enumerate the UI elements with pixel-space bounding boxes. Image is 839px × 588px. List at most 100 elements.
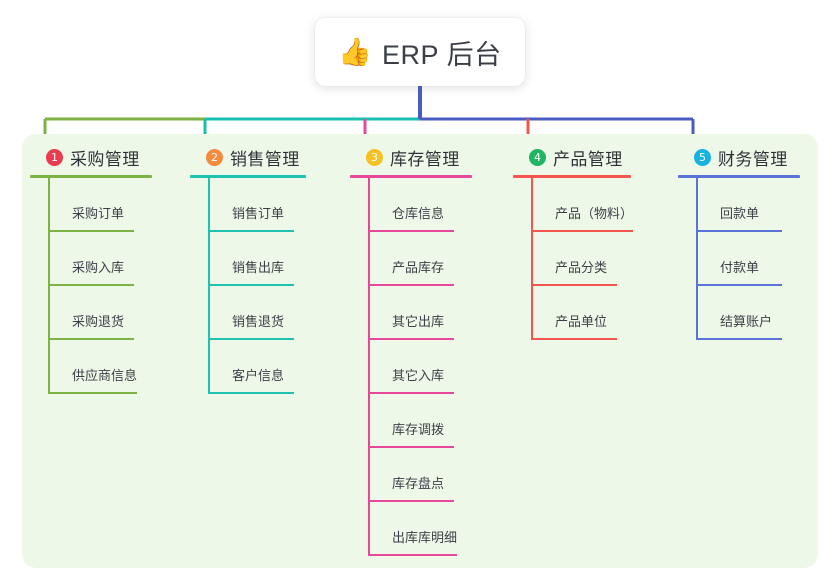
branch-item[interactable]: 销售退货 [208, 286, 306, 340]
thumbs-up-icon: 👍 [338, 36, 373, 67]
branch-column-3: 3 库存管理仓库信息产品库存其它出库其它入库库存调拨库存盘点出库库明细 [350, 144, 472, 556]
branch-item[interactable]: 仓库信息 [368, 178, 472, 232]
branch-items-4: 产品（物料） 产品分类产品单位 [531, 178, 634, 340]
branch-item[interactable]: 采购退货 [48, 286, 152, 340]
branches-panel [22, 134, 818, 568]
branch-item-label: 回款单 [720, 206, 760, 221]
branch-item-label: 库存盘点 [392, 476, 445, 491]
branch-item[interactable]: 其它入库 [368, 340, 472, 394]
branch-items-3: 仓库信息产品库存其它出库其它入库库存调拨库存盘点出库库明细 [368, 178, 472, 556]
branch-item[interactable]: 库存调拨 [368, 394, 472, 448]
branch-item[interactable]: 采购订单 [48, 178, 152, 232]
branch-item[interactable]: 销售出库 [208, 232, 306, 286]
branch-number-badge: 5 [694, 148, 711, 166]
branch-spine [531, 178, 533, 340]
branch-item-rule [208, 230, 294, 232]
branch-item-rule [531, 338, 617, 340]
branch-number-badge: 2 [206, 148, 223, 166]
branch-item-rule [208, 338, 294, 340]
branch-title: 财务管理 [718, 149, 788, 169]
branch-header-3[interactable]: 3 库存管理 [350, 144, 472, 170]
branch-item[interactable]: 回款单 [696, 178, 800, 232]
branch-item-rule [48, 338, 134, 340]
branch-item-rule [368, 338, 454, 340]
branch-header-4[interactable]: 4 产品管理 [513, 144, 631, 170]
branch-item[interactable]: 产品库存 [368, 232, 472, 286]
branch-item-rule [368, 446, 454, 448]
branch-item[interactable]: 采购入库 [48, 232, 152, 286]
branch-item-rule [696, 230, 782, 232]
branch-item-rule [531, 230, 633, 232]
branch-item-label: 库存调拨 [392, 422, 445, 437]
branch-item-label: 产品单位 [555, 314, 608, 329]
branch-item-rule [368, 230, 454, 232]
branch-item[interactable]: 销售订单 [208, 178, 306, 232]
branch-number-badge: 4 [529, 148, 546, 166]
branch-column-5: 5 财务管理回款单付款单结算账户 [678, 144, 800, 340]
branch-header-5[interactable]: 5 财务管理 [678, 144, 800, 170]
branch-item-rule [48, 230, 134, 232]
branch-item[interactable]: 其它出库 [368, 286, 472, 340]
branch-header-rule [190, 175, 306, 178]
branch-item-rule [368, 284, 454, 286]
branch-item[interactable]: 产品分类 [531, 232, 631, 286]
branch-item[interactable]: 付款单 [696, 232, 800, 286]
branch-item-rule [696, 284, 782, 286]
branch-item-rule [696, 338, 782, 340]
branch-title: 采购管理 [70, 149, 140, 169]
branch-header-rule [678, 175, 800, 178]
branch-item[interactable]: 产品单位 [531, 286, 631, 340]
branch-item[interactable]: 产品（物料） [531, 178, 634, 232]
branch-item-label: 销售出库 [232, 260, 285, 275]
branch-title: 产品管理 [553, 149, 623, 169]
branch-header-rule [513, 175, 631, 178]
branch-item-rule [368, 554, 457, 556]
branch-number-badge: 3 [366, 148, 383, 166]
branch-item-rule [368, 392, 454, 394]
branch-header-rule [350, 175, 472, 178]
branch-number-badge: 1 [46, 148, 63, 166]
branch-item-label: 产品（物料） [555, 206, 634, 221]
branch-items-5: 回款单付款单结算账户 [696, 178, 800, 340]
branch-item-label: 采购订单 [72, 206, 125, 221]
branch-header-1[interactable]: 1 采购管理 [30, 144, 152, 170]
branch-column-4: 4 产品管理产品（物料） 产品分类产品单位 [513, 144, 634, 340]
branch-spine [368, 178, 370, 556]
branch-item-label: 客户信息 [232, 368, 285, 383]
branch-item-label: 采购退货 [72, 314, 125, 329]
branch-spine [208, 178, 210, 394]
branch-item-label: 采购入库 [72, 260, 125, 275]
branch-item-rule [208, 284, 294, 286]
branch-item[interactable]: 供应商信息 [48, 340, 152, 394]
branch-item-rule [48, 392, 137, 394]
branch-item[interactable]: 客户信息 [208, 340, 306, 394]
branch-item-label: 其它入库 [392, 368, 445, 383]
branch-item[interactable]: 出库库明细 [368, 502, 472, 556]
branch-item-label: 销售订单 [232, 206, 285, 221]
branch-item-label: 仓库信息 [392, 206, 445, 221]
branch-item-label: 销售退货 [232, 314, 285, 329]
branch-spine [48, 178, 50, 394]
branch-item-rule [208, 392, 294, 394]
branch-item-label: 供应商信息 [72, 368, 138, 383]
root-title: ERP 后台 [382, 39, 502, 70]
branch-item-label: 其它出库 [392, 314, 445, 329]
branch-item-label: 出库库明细 [392, 530, 458, 545]
branch-item-rule [368, 500, 454, 502]
branch-items-1: 采购订单采购入库采购退货供应商信息 [48, 178, 152, 394]
branch-item-rule [531, 284, 617, 286]
branch-item-label: 产品分类 [555, 260, 608, 275]
branch-item[interactable]: 库存盘点 [368, 448, 472, 502]
branch-item-rule [48, 284, 134, 286]
branch-column-1: 1 采购管理采购订单采购入库采购退货供应商信息 [30, 144, 152, 394]
branch-item-label: 结算账户 [720, 314, 773, 329]
branch-title: 库存管理 [390, 149, 460, 169]
branch-item[interactable]: 结算账户 [696, 286, 800, 340]
branch-item-label: 产品库存 [392, 260, 445, 275]
branch-header-rule [30, 175, 152, 178]
branch-items-2: 销售订单销售出库销售退货客户信息 [208, 178, 306, 394]
root-node-card[interactable]: 👍 ERP 后台 [315, 18, 525, 86]
